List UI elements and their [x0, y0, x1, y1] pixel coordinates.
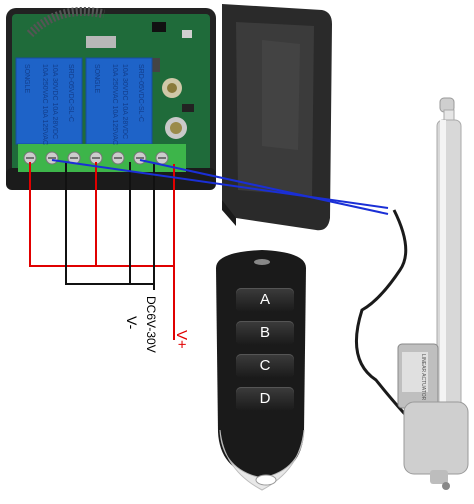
relay-2-model: SRD-05VDC-SL-C: [137, 64, 144, 122]
relay-1-brand: SONGLE: [23, 64, 30, 94]
terminal-block: [18, 144, 186, 172]
supply-voltage-label: DC6V-30V: [144, 296, 158, 353]
negative-wires: [65, 162, 155, 290]
relay-2-rating-1: 10A 250VAC 10A 125VAC: [111, 64, 118, 146]
relay-1-rating-1: 10A 250VAC 10A 125VAC: [41, 64, 48, 146]
antenna-coil: [26, 7, 116, 48]
negative-label: V-: [124, 316, 140, 330]
actuator-label: LINEAR ACTUATOR: [420, 354, 426, 401]
relay-1: [15, 57, 83, 145]
relay-1-rating-2: 10A 30VDC 10A 28VDC: [51, 64, 58, 140]
positive-wires: [29, 162, 175, 340]
relay-1-model: SRD-05VDC-SL-C: [67, 64, 74, 122]
relay-2: [85, 57, 153, 145]
positive-label: V+: [173, 330, 190, 349]
relay-2-rating-2: 10A 30VDC 10A 28VDC: [121, 64, 128, 140]
remote-button-b[interactable]: B: [236, 321, 294, 345]
linear-actuator: [355, 97, 469, 490]
remote-button-a[interactable]: A: [236, 288, 294, 312]
remote-button-d[interactable]: D: [236, 387, 294, 411]
motor-wires: [51, 159, 389, 215]
receiver-lid: [222, 4, 332, 231]
remote-button-c[interactable]: C: [236, 354, 294, 378]
relay-2-brand: SONGLE: [93, 64, 100, 94]
